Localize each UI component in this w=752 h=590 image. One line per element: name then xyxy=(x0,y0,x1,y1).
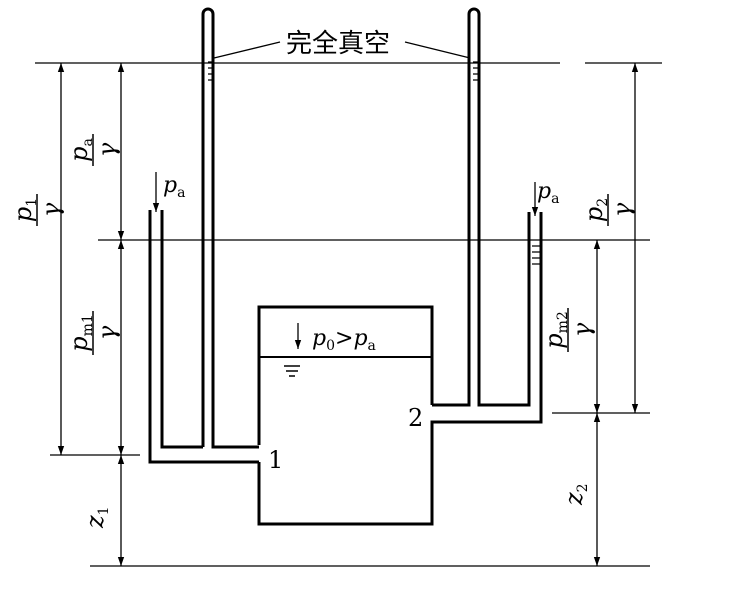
pa-over-gamma-label: pa γ xyxy=(65,134,121,166)
svg-text:γ: γ xyxy=(608,202,636,217)
p2-over-gamma-label: p2 γ xyxy=(580,194,636,226)
svg-text:pm2: pm2 xyxy=(540,311,571,349)
svg-text:p2: p2 xyxy=(580,198,611,222)
svg-text:γ: γ xyxy=(568,322,596,337)
point-1-label: 1 xyxy=(268,446,283,474)
right-tubes xyxy=(430,7,543,428)
p0-gt-pa-label: p0>pa xyxy=(312,326,376,354)
vacuum-leader-right xyxy=(404,41,471,59)
free-surface-symbol xyxy=(284,365,300,377)
right-piezometer-ticks xyxy=(532,245,540,265)
pm2-over-gamma-label: pm2 γ xyxy=(540,308,596,352)
pa-label-left: pa xyxy=(163,173,185,201)
svg-text:pm1: pm1 xyxy=(65,314,96,352)
svg-text:pa: pa xyxy=(65,138,96,162)
pm1-over-gamma-label: pm1 γ xyxy=(65,311,121,355)
svg-text:γ: γ xyxy=(37,202,65,217)
svg-text:γ: γ xyxy=(93,142,121,157)
vacuum-tube-left-ticks xyxy=(208,61,214,81)
vacuum-label: 完全真空 xyxy=(286,29,390,59)
z2-label: z2 xyxy=(560,483,591,506)
p1-over-gamma-label: p1 γ xyxy=(9,194,65,226)
vacuum-leader-left xyxy=(213,41,281,59)
pa-label-right: pa xyxy=(537,179,559,207)
svg-text:p1: p1 xyxy=(9,198,40,222)
vacuum-tube-right-ticks xyxy=(473,61,480,81)
point-2-label: 2 xyxy=(408,404,423,432)
svg-text:γ: γ xyxy=(93,325,121,340)
left-tubes xyxy=(148,7,259,464)
z1-label: z1 xyxy=(81,506,112,529)
